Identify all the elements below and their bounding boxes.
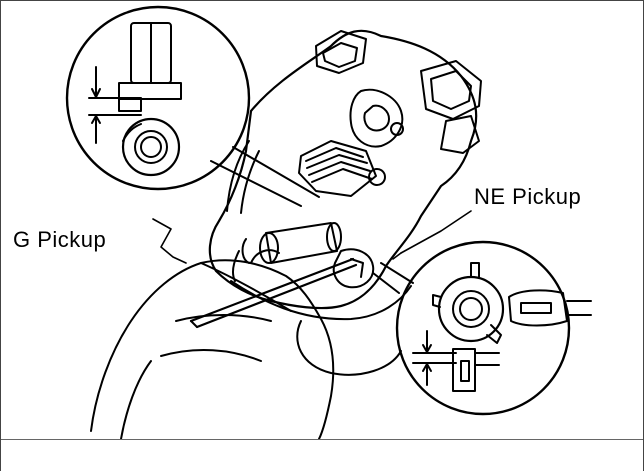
g-pickup-label: G Pickup [13, 227, 107, 252]
label-leaders [152, 210, 472, 264]
g-pickup-detail-circle [65, 5, 320, 207]
ne-pickup-detail-circle [372, 240, 592, 416]
caption-strip [1, 439, 643, 471]
distributor-diagram [65, 5, 592, 439]
distributor-body [208, 29, 482, 376]
hand-illustration [90, 249, 335, 439]
feeler-gauge [189, 257, 358, 329]
ne-pickup-label: NE Pickup [474, 184, 582, 209]
